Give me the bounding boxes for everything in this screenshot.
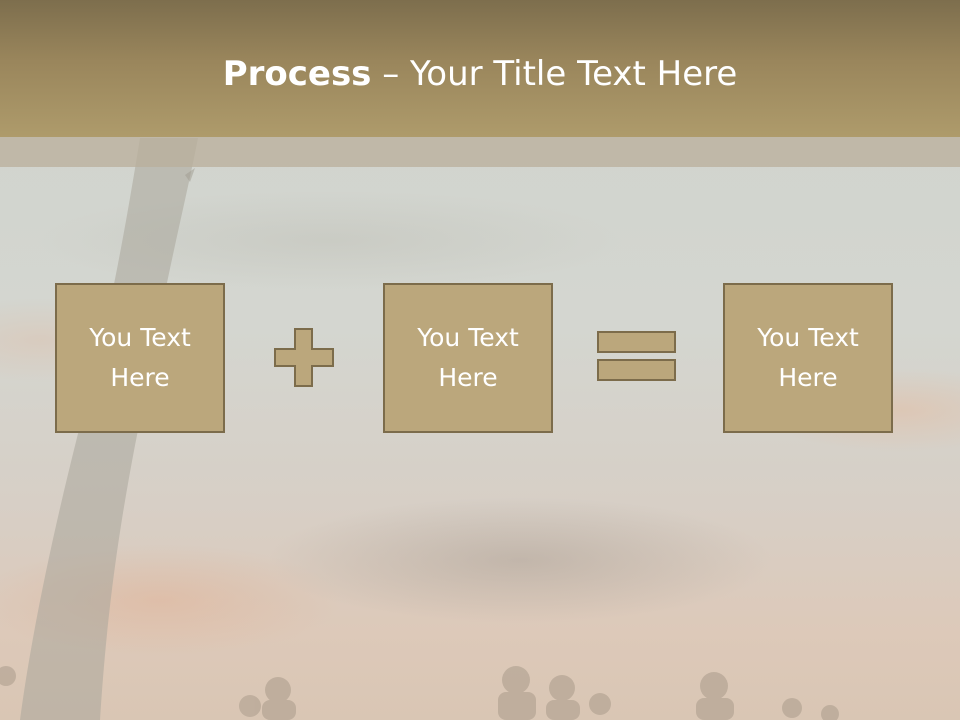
header-sub-band — [0, 137, 960, 167]
process-box-1: You Text Here — [55, 283, 225, 433]
header-band — [0, 0, 960, 137]
process-box-3-label: You Text Here — [757, 323, 859, 392]
process-box-1-label: You Text Here — [89, 323, 191, 392]
slide-title: Process – Your Title Text Here — [0, 52, 960, 96]
title-bold: Process — [222, 54, 372, 94]
process-box-2-label: You Text Here — [417, 323, 519, 392]
equals-icon — [597, 331, 676, 381]
process-box-2: You Text Here — [383, 283, 553, 433]
title-rest: – Your Title Text Here — [371, 54, 738, 94]
plus-icon — [274, 328, 334, 387]
process-box-3: You Text Here — [723, 283, 893, 433]
